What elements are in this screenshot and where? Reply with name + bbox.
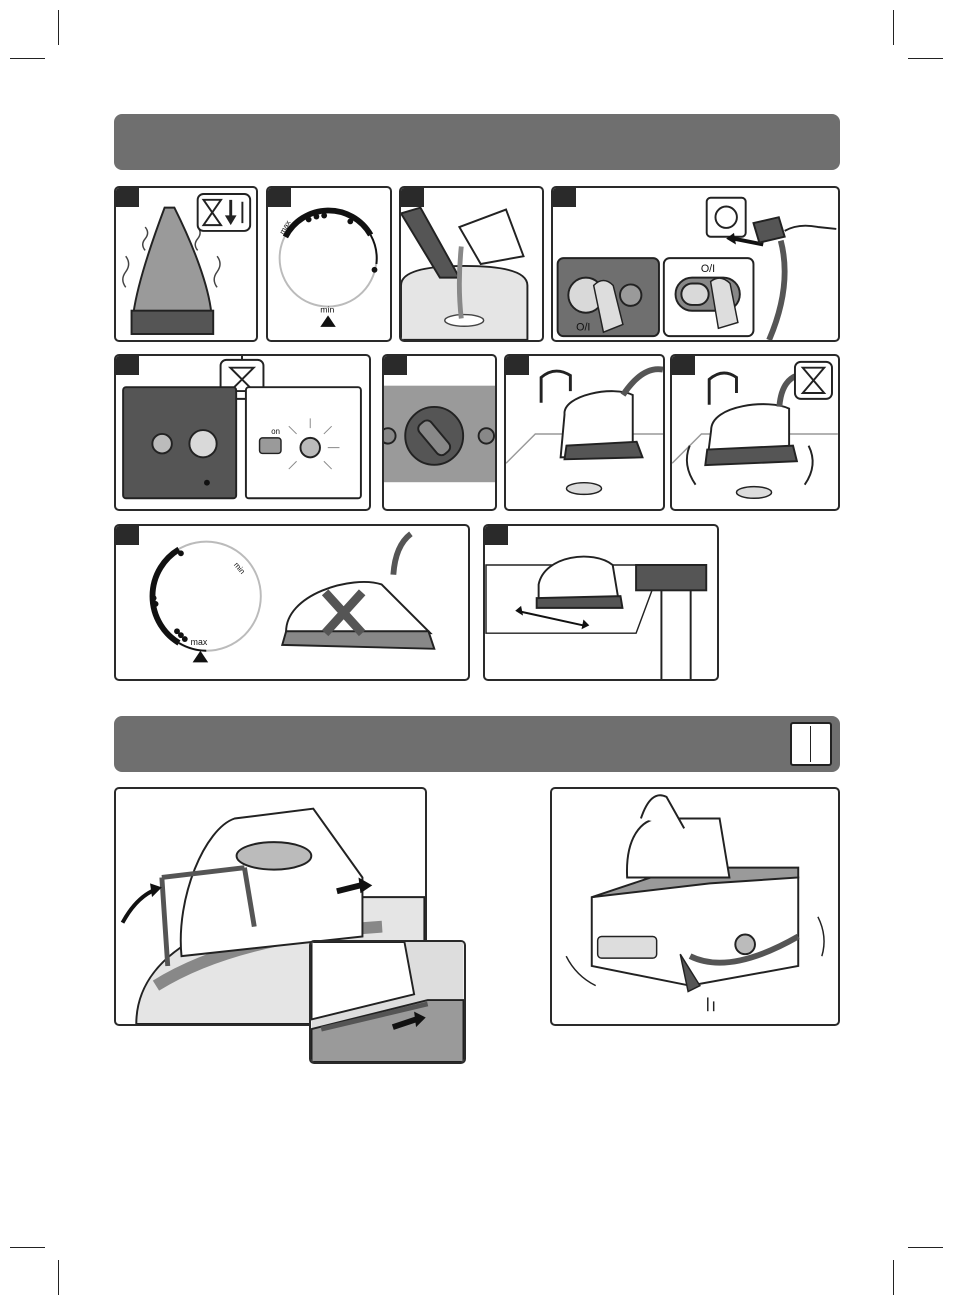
iron-hot-illustration xyxy=(116,188,256,340)
heating-lights-illustration: on xyxy=(116,356,369,509)
panel-ironing xyxy=(483,524,719,681)
crop-mark xyxy=(908,58,943,59)
panel-carry-unit xyxy=(550,787,840,1026)
crop-mark xyxy=(10,1247,45,1248)
panel-fill-water xyxy=(399,186,544,342)
dial-max-iron-illustration: min max xyxy=(116,526,468,679)
onoff-button-label: O/I xyxy=(576,321,590,333)
panel-dial-max: min max xyxy=(114,524,470,681)
panel-on-label: on xyxy=(271,427,280,436)
plug-icon xyxy=(753,217,784,242)
panel-power-on: O/I O/I xyxy=(551,186,840,342)
wall-socket-icon xyxy=(707,198,746,237)
crop-mark xyxy=(893,1260,894,1295)
indicator-triangle xyxy=(193,651,209,663)
arrow-icon xyxy=(123,889,156,922)
carry-unit-illustration xyxy=(552,789,838,1024)
dial-max-label-2: max xyxy=(191,637,208,647)
panel-iron-cooling xyxy=(114,186,258,342)
panel-rinse-iron xyxy=(504,354,665,511)
crop-mark xyxy=(893,10,894,45)
cupboard-icon xyxy=(790,722,832,766)
crop-mark xyxy=(908,1247,943,1248)
crop-mark xyxy=(10,58,45,59)
panel-shake-iron xyxy=(670,354,840,511)
temperature-dial-illustration: max min xyxy=(268,188,390,340)
section-banner-top xyxy=(114,114,840,170)
panel-dial-self-clean xyxy=(382,354,497,511)
section-banner-bottom xyxy=(114,716,840,772)
power-on-illustration: O/I O/I xyxy=(553,188,838,340)
ironing-illustration xyxy=(485,526,717,679)
self-clean-dial-illustration xyxy=(384,356,495,509)
onoff-switch-label: O/I xyxy=(701,263,715,275)
hourglass-icon xyxy=(795,362,832,399)
storage-detail-illustration xyxy=(311,942,464,1062)
panel-storage-detail xyxy=(309,940,466,1064)
crop-mark xyxy=(58,1260,59,1295)
panel-dial-min: max min xyxy=(266,186,392,342)
indicator-triangle xyxy=(320,315,335,327)
shake-iron-illustration xyxy=(672,356,838,509)
panel-heating-lights: on xyxy=(114,354,371,511)
dial-min-label: min xyxy=(320,304,334,314)
rinse-iron-illustration xyxy=(506,356,663,509)
water-fill-illustration xyxy=(401,188,542,340)
crop-mark xyxy=(58,10,59,45)
